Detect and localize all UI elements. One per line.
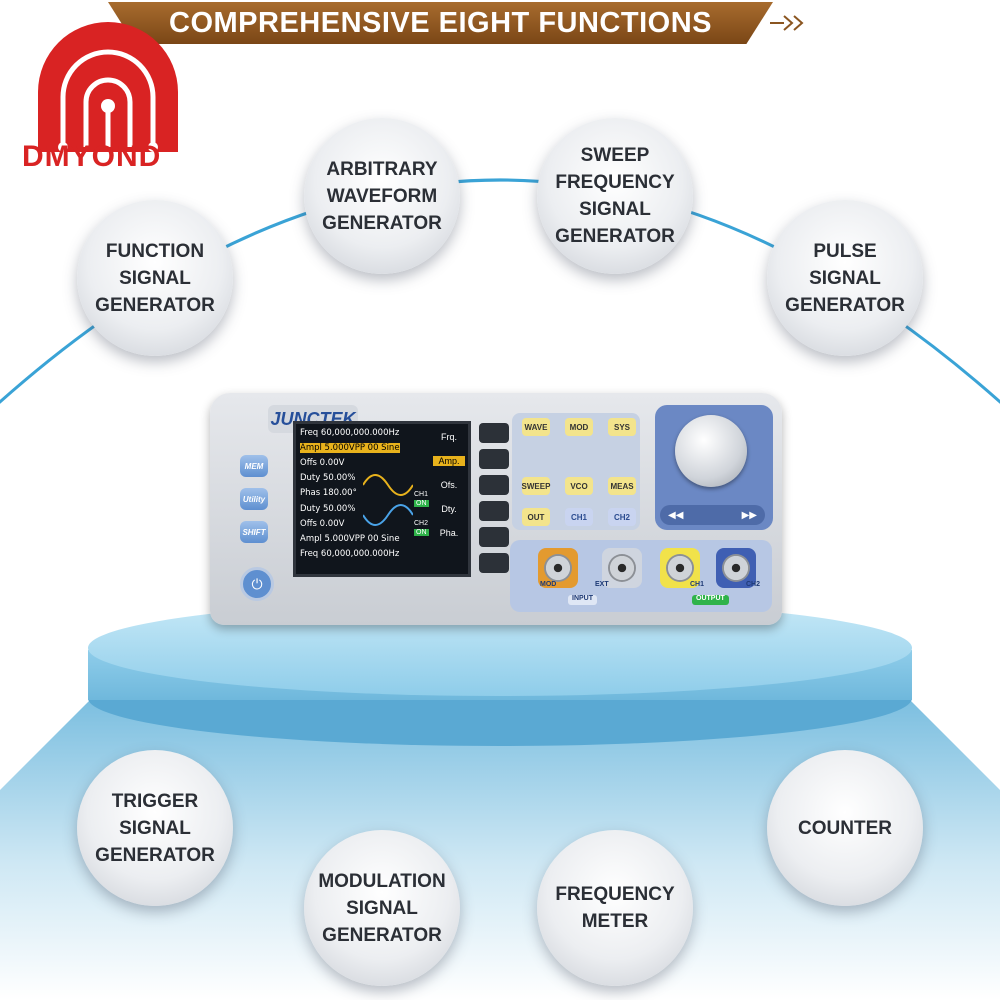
ext-connector-label: EXT bbox=[595, 581, 609, 588]
softkey-label: Amp. bbox=[433, 456, 465, 466]
screen-row: Ampl 5.000VPP 00 Sine bbox=[300, 534, 400, 544]
power-icon[interactable]: ⏻ bbox=[240, 567, 274, 601]
softkey-button[interactable] bbox=[479, 553, 509, 573]
bubble-counter: COUNTER bbox=[767, 750, 923, 906]
mod-connector-label: MOD bbox=[540, 581, 557, 588]
bubble-modulation-signal-generator: MODULATION SIGNAL GENERATOR bbox=[304, 830, 460, 986]
ch1-on-badge: ON bbox=[414, 500, 429, 507]
softkey-label: Frq. bbox=[440, 432, 457, 442]
screen-row: Duty 50.00% bbox=[300, 473, 356, 483]
vco-key[interactable]: VCO bbox=[565, 477, 593, 495]
device-screen: Freq 60,000,000.000Hz Ampl 5.000VPP 00 S… bbox=[293, 421, 471, 577]
sys-key[interactable]: SYS bbox=[608, 418, 636, 436]
ch2-indicator: CH2 bbox=[414, 520, 429, 527]
bubble-arbitrary-waveform-generator: ARBITRARY WAVEFORM GENERATOR bbox=[304, 118, 460, 274]
output-label: OUTPUT bbox=[692, 595, 729, 605]
logo-text: DMYOND bbox=[22, 140, 162, 173]
ch1-connector[interactable] bbox=[660, 548, 700, 588]
utility-button[interactable]: Utility bbox=[240, 488, 268, 510]
softkey-button[interactable] bbox=[479, 449, 509, 469]
softkey-button[interactable] bbox=[479, 527, 509, 547]
screen-row: Freq 60,000,000.000Hz bbox=[300, 549, 400, 559]
bubble-pulse-signal-generator: PULSE SIGNAL GENERATOR bbox=[767, 200, 923, 356]
out-key[interactable]: OUT bbox=[522, 508, 550, 526]
bubble-trigger-signal-generator: TRIGGER SIGNAL GENERATOR bbox=[77, 750, 233, 906]
rotary-knob[interactable] bbox=[675, 415, 747, 487]
right-arrow-icon[interactable]: ▶▶ bbox=[741, 509, 757, 521]
shift-button[interactable]: SHIFT bbox=[240, 521, 268, 543]
screen-row: Offs 0.00V bbox=[300, 458, 345, 468]
screen-row: Ampl 5.000VPP 00 Sine bbox=[300, 443, 400, 453]
page-title: COMPREHENSIVE EIGHT FUNCTIONS bbox=[108, 2, 773, 44]
sweep-key[interactable]: SWEEP bbox=[522, 477, 550, 495]
softkey-label: Ofs. bbox=[440, 480, 458, 490]
arrow-keys[interactable]: ◀◀ ▶▶ bbox=[660, 505, 765, 525]
input-label: INPUT bbox=[568, 595, 597, 605]
screen-row: Offs 0.00V bbox=[300, 519, 345, 529]
wave-key[interactable]: WAVE bbox=[522, 418, 550, 436]
ch2-connector-label: CH2 bbox=[746, 581, 761, 588]
ch2-on-badge: ON bbox=[414, 529, 429, 536]
mod-connector[interactable] bbox=[538, 548, 578, 588]
softkey-label: Dty. bbox=[441, 504, 457, 514]
softkey-label: Pha. bbox=[439, 528, 459, 538]
screen-row: Freq 60,000,000.000Hz bbox=[300, 428, 400, 438]
screen-row: Phas 180.00° bbox=[300, 488, 357, 498]
ch1-key[interactable]: CH1 bbox=[565, 508, 593, 526]
mem-button[interactable]: MEM bbox=[240, 455, 268, 477]
sine-wave-icon bbox=[363, 474, 413, 526]
banner-tail-icon bbox=[770, 15, 804, 31]
ch2-key[interactable]: CH2 bbox=[608, 508, 636, 526]
ext-connector[interactable] bbox=[602, 548, 642, 588]
softkey-button[interactable] bbox=[479, 423, 509, 443]
mod-key[interactable]: MOD bbox=[565, 418, 593, 436]
ch1-indicator: CH1 bbox=[414, 491, 429, 498]
ch2-connector[interactable] bbox=[716, 548, 756, 588]
bubble-function-signal-generator: FUNCTION SIGNAL GENERATOR bbox=[77, 200, 233, 356]
left-arrow-icon[interactable]: ◀◀ bbox=[668, 509, 684, 521]
softkey-button[interactable] bbox=[479, 475, 509, 495]
screen-row: Duty 50.00% bbox=[300, 504, 356, 514]
softkey-button[interactable] bbox=[479, 501, 509, 521]
bubble-sweep-frequency-signal-generator: SWEEP FREQUENCY SIGNAL GENERATOR bbox=[537, 118, 693, 274]
ch1-connector-label: CH1 bbox=[690, 581, 705, 588]
bubble-frequency-meter: FREQUENCY METER bbox=[537, 830, 693, 986]
dmyond-logo-icon bbox=[38, 22, 178, 152]
meas-key[interactable]: MEAS bbox=[608, 477, 636, 495]
